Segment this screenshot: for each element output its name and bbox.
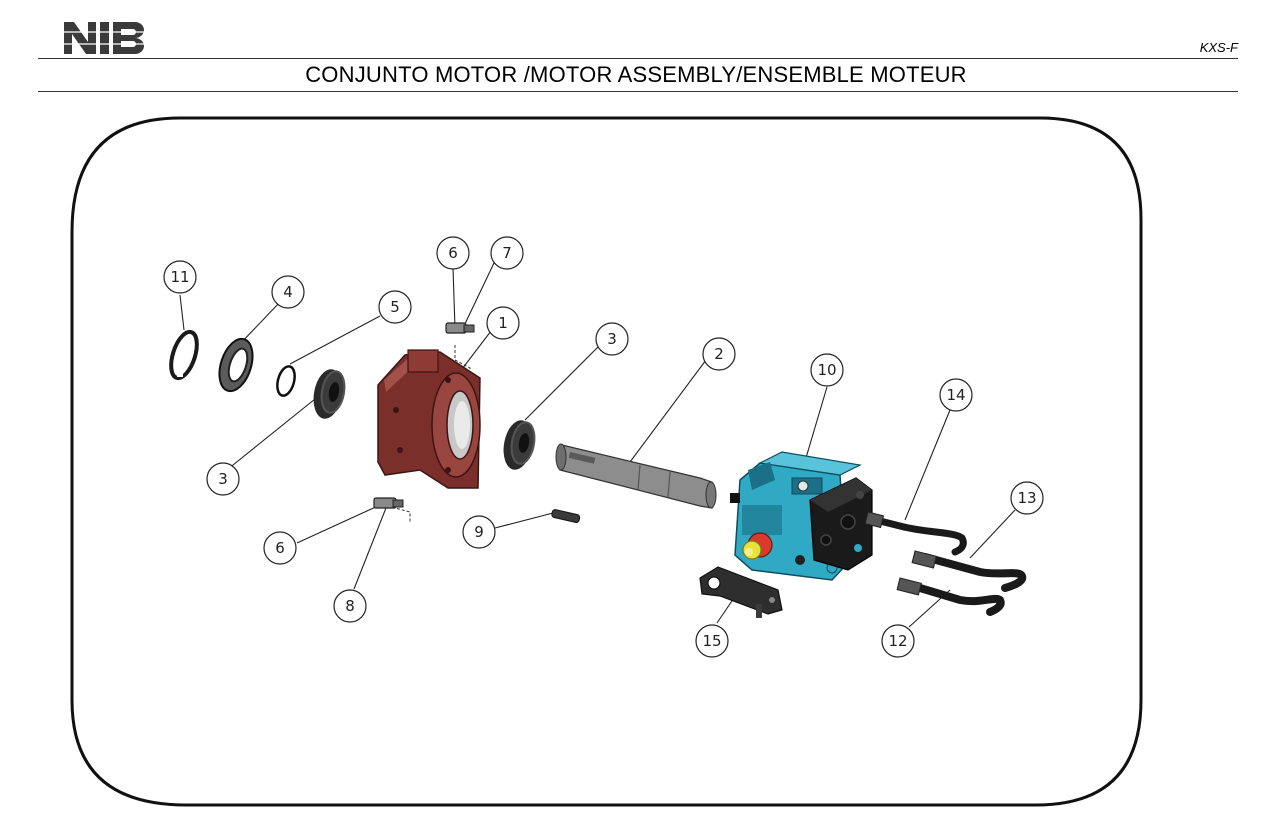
callout-number: 1 — [498, 314, 508, 332]
callout-circle — [271, 275, 305, 309]
callout-9-c9: 9 — [462, 515, 496, 549]
callout-circle — [163, 260, 197, 294]
hose-part-14 — [864, 511, 967, 556]
header-rule-bottom — [38, 91, 1238, 92]
diagram-frame — [70, 116, 1143, 807]
hose-part-12 — [896, 577, 1005, 616]
callout-number: 4 — [283, 283, 293, 301]
callout-circle — [486, 306, 520, 340]
callout-circle — [595, 322, 629, 356]
callout-circle — [263, 531, 297, 565]
callout-number: 13 — [1017, 489, 1036, 507]
callout-3-c3b: 3 — [206, 462, 240, 496]
nib-logo — [64, 22, 148, 54]
hydraulic-motor-part-10 — [730, 451, 873, 581]
callout-1-c1: 1 — [486, 306, 520, 340]
callout-number: 3 — [218, 470, 228, 488]
callout-2-c2: 2 — [702, 337, 736, 371]
callout-5-c5: 5 — [378, 290, 412, 324]
callout-number: 7 — [502, 244, 512, 262]
bearing-part-3-right — [503, 420, 536, 470]
callout-10-c10: 10 — [810, 353, 844, 387]
callout-3-c3a: 3 — [595, 322, 629, 356]
callout-number: 6 — [275, 539, 285, 557]
callout-6-c6a: 6 — [436, 236, 470, 270]
callout-number: 5 — [390, 298, 400, 316]
callout-15-c15: 15 — [695, 624, 729, 658]
seal-ring-part-4 — [218, 337, 254, 393]
drive-shaft-part-2 — [555, 443, 717, 509]
callout-circle — [206, 462, 240, 496]
callout-8-c8: 8 — [333, 589, 367, 623]
page-title: CONJUNTO MOTOR /MOTOR ASSEMBLY/ENSEMBLE … — [305, 62, 967, 87]
callout-number: 14 — [946, 386, 965, 404]
callout-circle — [436, 236, 470, 270]
callout-circle — [702, 337, 736, 371]
callout-circle — [810, 353, 844, 387]
callout-4-c4: 4 — [271, 275, 305, 309]
o-ring-part-5 — [276, 365, 296, 397]
callout-circle — [939, 378, 973, 412]
callout-circle — [881, 624, 915, 658]
motor-housing-part-1 — [377, 349, 481, 489]
bracket-part-15 — [699, 566, 783, 618]
callout-14-c14: 14 — [939, 378, 973, 412]
callout-6-c6b: 6 — [263, 531, 297, 565]
hose-part-13 — [911, 550, 1027, 592]
callout-number: 6 — [448, 244, 458, 262]
callout-circle — [333, 589, 367, 623]
circlip-part-11 — [169, 329, 199, 381]
callout-circle — [490, 236, 524, 270]
bearing-part-3-left — [313, 369, 346, 419]
key-part-9 — [551, 509, 581, 523]
callout-13-c13: 13 — [1010, 481, 1044, 515]
header-rule-top — [38, 58, 1238, 59]
callout-number: 9 — [474, 523, 484, 541]
callout-number: 8 — [345, 597, 355, 615]
callout-circle — [695, 624, 729, 658]
callout-number: 15 — [702, 632, 721, 650]
document-reference: KXS-F — [1199, 40, 1238, 55]
callout-number: 12 — [888, 632, 907, 650]
bolt-part-6-7-top — [445, 322, 475, 334]
leader-lines — [179, 262, 1016, 628]
callout-number: 2 — [714, 345, 724, 363]
callout-number: 3 — [607, 330, 617, 348]
callout-circle — [1010, 481, 1044, 515]
callout-11-c11: 11 — [163, 260, 197, 294]
callout-number: 11 — [170, 268, 189, 286]
callout-circle — [378, 290, 412, 324]
callout-12-c12: 12 — [881, 624, 915, 658]
callout-number: 10 — [817, 361, 836, 379]
callout-circle — [462, 515, 496, 549]
bolt-part-6-8-bottom — [373, 497, 404, 509]
callout-7-c7: 7 — [490, 236, 524, 270]
